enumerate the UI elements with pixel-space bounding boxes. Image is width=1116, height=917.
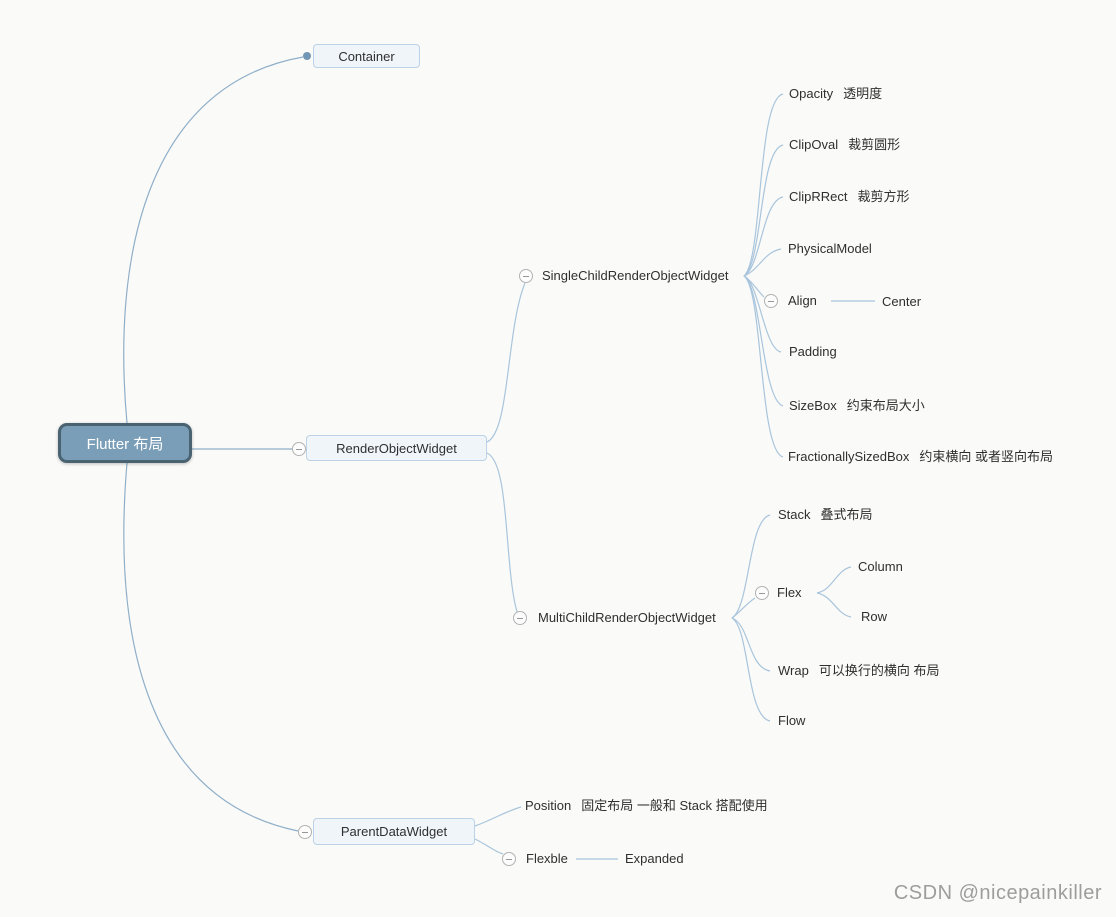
node-label: Center [882,294,922,309]
node-note: 叠式布局 [820,507,873,522]
node-label: Opacity [789,86,834,101]
node-position[interactable]: Position 固定布局 一般和 Stack 搭配使用 [525,797,768,815]
node-label: Position [525,798,572,813]
node-singlechildrenderobjectwidget[interactable]: SingleChildRenderObjectWidget [542,267,728,285]
node-label: RenderObjectWidget [336,440,457,456]
node-note: 可以换行的横向 布局 [818,663,940,678]
node-stack[interactable]: Stack 叠式布局 [778,506,873,524]
node-note: 约束横向 或者竖向布局 [919,449,1054,464]
node-label: Padding [789,344,837,359]
csdn-watermark: CSDN @nicepainkiller [893,882,1102,904]
node-expanded[interactable]: Expanded [625,850,684,868]
edge-row-singlechild [486,282,526,443]
edge-single-padding [743,275,782,353]
node-label: ClipOval [789,137,839,152]
edge-single-physicalmodel [743,248,782,277]
node-flutter-layout-root[interactable]: Flutter 布局 [58,423,192,463]
edge-single-clipoval [743,144,784,277]
collapse-icon-align[interactable] [764,294,778,308]
node-cliprrect[interactable]: ClipRRect 裁剪方形 [789,188,910,206]
edge-root-container [123,56,304,424]
node-label: Flow [778,713,806,728]
node-note: 固定布局 一般和 Stack 搭配使用 [581,798,768,813]
node-renderobjectwidget[interactable]: RenderObjectWidget [306,435,487,461]
node-label: SingleChildRenderObjectWidget [542,268,729,283]
node-label: Container [338,48,395,64]
edge-flex-column [816,566,852,594]
node-parentdatawidget[interactable]: ParentDataWidget [313,818,475,845]
edge-single-opacity [743,93,784,277]
node-row[interactable]: Row [861,608,887,626]
edge-root-parentdatawidget [123,462,299,832]
node-note: 裁剪方形 [857,189,910,204]
node-label: Expanded [625,851,684,866]
node-label: FractionallySizedBox [788,449,910,464]
edge-row-multichild [486,452,518,613]
edge-flex-row [816,592,852,618]
node-label: ParentDataWidget [340,824,448,839]
node-note: 约束布局大小 [846,398,925,413]
collapse-icon-flex[interactable] [755,586,769,600]
node-label: Align [788,293,817,308]
collapse-icon-renderobjectwidget[interactable] [292,442,306,456]
node-label: Row [861,609,888,624]
collapse-icon-flexble[interactable] [502,852,516,866]
node-align[interactable]: Align [788,292,817,310]
edge-pdw-position [474,806,522,827]
node-label: PhysicalModel [788,241,872,256]
node-container[interactable]: Container [313,44,420,68]
node-label: Flexble [526,851,568,866]
root-label: Flutter 布局 [86,435,164,453]
node-wrap[interactable]: Wrap 可以换行的横向 布局 [778,662,939,680]
edge-single-cliprrect [743,196,784,277]
node-label: Wrap [778,663,809,678]
collapse-icon-multichild[interactable] [513,611,527,625]
node-opacity[interactable]: Opacity 透明度 [789,85,882,103]
node-note: 透明度 [843,86,883,101]
edge-multi-wrap [731,617,771,672]
node-flexble[interactable]: Flexble [526,850,568,868]
node-flex[interactable]: Flex [777,584,802,602]
node-clipoval[interactable]: ClipOval 裁剪圆形 [789,136,900,154]
edge-multi-flex [731,597,756,619]
node-center[interactable]: Center [882,293,921,311]
edge-multi-stack [731,514,771,619]
node-label: SizeBox [789,398,837,413]
edge-single-fractionally [743,275,784,458]
edge-multi-flow [731,617,771,722]
node-physicalmodel[interactable]: PhysicalModel [788,240,872,258]
collapse-icon-singlechild[interactable] [519,269,533,283]
branch-dot [303,52,311,60]
node-multichildrenderobjectwidget[interactable]: MultiChildRenderObjectWidget [538,609,716,627]
node-column[interactable]: Column [858,558,903,576]
node-sizebox[interactable]: SizeBox 约束布局大小 [789,397,925,415]
node-label: Stack [778,507,811,522]
collapse-icon-parentdatawidget[interactable] [298,825,312,839]
node-label: MultiChildRenderObjectWidget [538,610,716,625]
node-label: Column [858,559,903,574]
node-padding[interactable]: Padding [789,343,837,361]
node-label: ClipRRect [789,189,848,204]
edge-pdw-flexble [474,838,504,855]
node-note: 裁剪圆形 [848,137,901,152]
node-fractionallysizedbox[interactable]: FractionallySizedBox 约束横向 或者竖向布局 [788,448,1053,466]
node-flow[interactable]: Flow [778,712,805,730]
node-label: Flex [777,585,802,600]
